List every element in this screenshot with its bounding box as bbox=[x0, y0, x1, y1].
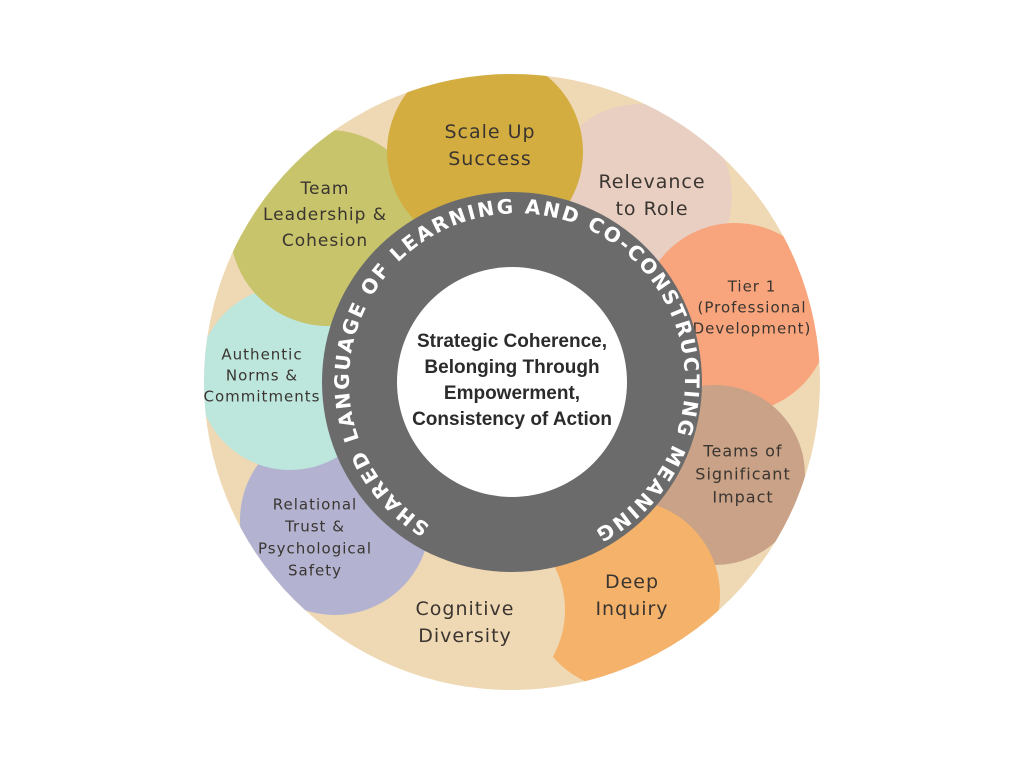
segment-label-line: Impact bbox=[712, 488, 773, 507]
segment-label-line: Teams of bbox=[702, 442, 782, 461]
segment-label-line: Cohesion bbox=[282, 231, 368, 251]
center-line: Empowerment, bbox=[444, 383, 580, 404]
segment-label-line: Norms & bbox=[226, 366, 298, 384]
segment-label-line: Psychological bbox=[258, 539, 372, 557]
segment-label-line: Cognitive bbox=[416, 598, 515, 620]
segment-label-line: Team bbox=[300, 179, 350, 199]
segment-label-line: Deep bbox=[605, 571, 659, 593]
segment-label-line: Scale Up bbox=[444, 121, 535, 143]
segment-label-line: Leadership & bbox=[263, 205, 387, 225]
segment-label-line: Authentic bbox=[221, 345, 302, 363]
segment-label-relevance: Relevance to Role bbox=[598, 171, 705, 220]
center-line: Consistency of Action bbox=[412, 409, 612, 430]
segment-label-line: (Professional bbox=[698, 298, 807, 316]
segment-label-line: Development) bbox=[693, 319, 812, 337]
segment-label-line: Safety bbox=[288, 561, 342, 579]
segment-label-line: Commitments bbox=[204, 387, 321, 405]
segment-label-line: Relevance bbox=[598, 171, 705, 193]
segment-label-line: Inquiry bbox=[595, 598, 668, 620]
segment-label-line: Trust & bbox=[284, 517, 345, 535]
center-statement: Strategic Coherence, Belonging Through E… bbox=[412, 331, 612, 430]
segment-label-line: Diversity bbox=[418, 625, 512, 647]
segment-label-line: Significant bbox=[695, 465, 790, 484]
segment-label-scale: Scale Up Success bbox=[444, 121, 535, 170]
segment-label-line: Relational bbox=[273, 495, 357, 513]
center-circle bbox=[397, 267, 627, 497]
segment-label-line: Tier 1 bbox=[727, 277, 777, 295]
segment-label-line: Success bbox=[448, 148, 531, 170]
center-line: Belonging Through bbox=[424, 357, 599, 378]
segment-label-line: to Role bbox=[615, 198, 688, 220]
center-line: Strategic Coherence, bbox=[417, 331, 607, 352]
